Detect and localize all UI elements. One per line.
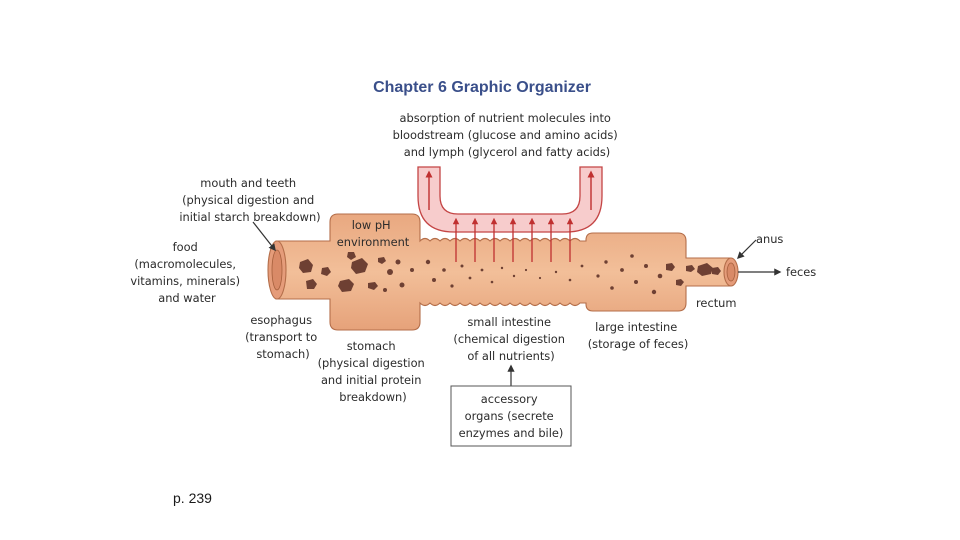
- food-label: food (macromolecules, vitamins, minerals…: [130, 240, 243, 305]
- pointer-arrow-mouth: [252, 221, 276, 252]
- esophagus-label: esophagus (transport to stomach): [245, 313, 321, 361]
- page-number: p. 239: [173, 490, 212, 506]
- absorption-label: absorption of nutrient molecules into bl…: [393, 111, 622, 159]
- pointer-arrow-anus: [736, 239, 757, 260]
- mouth-label: mouth and teeth (physical digestion and …: [179, 176, 320, 224]
- absorption-arrows: [452, 217, 574, 262]
- blood-vessel: [417, 166, 603, 233]
- rectum-label: rectum: [696, 296, 736, 310]
- anus-label: anus: [756, 232, 783, 246]
- large-intestine-label: large intestine (storage of feces): [588, 320, 689, 351]
- feces-label: feces: [786, 265, 816, 279]
- accessory-organs-label: accessory organs (secrete enzymes and bi…: [459, 392, 564, 440]
- accessory-organs-box: [450, 385, 572, 447]
- stomach-label: stomach (physical digestion and initial …: [318, 339, 429, 404]
- diagram-title: Chapter 6 Graphic Organizer: [373, 79, 591, 96]
- low-ph-label: low pH environment: [337, 218, 410, 249]
- esophagus-lumen: [271, 249, 283, 291]
- food-particles: [299, 252, 721, 295]
- small-intestine-label: small intestine (chemical digestion of a…: [453, 315, 568, 363]
- anus-lumen: [726, 262, 736, 282]
